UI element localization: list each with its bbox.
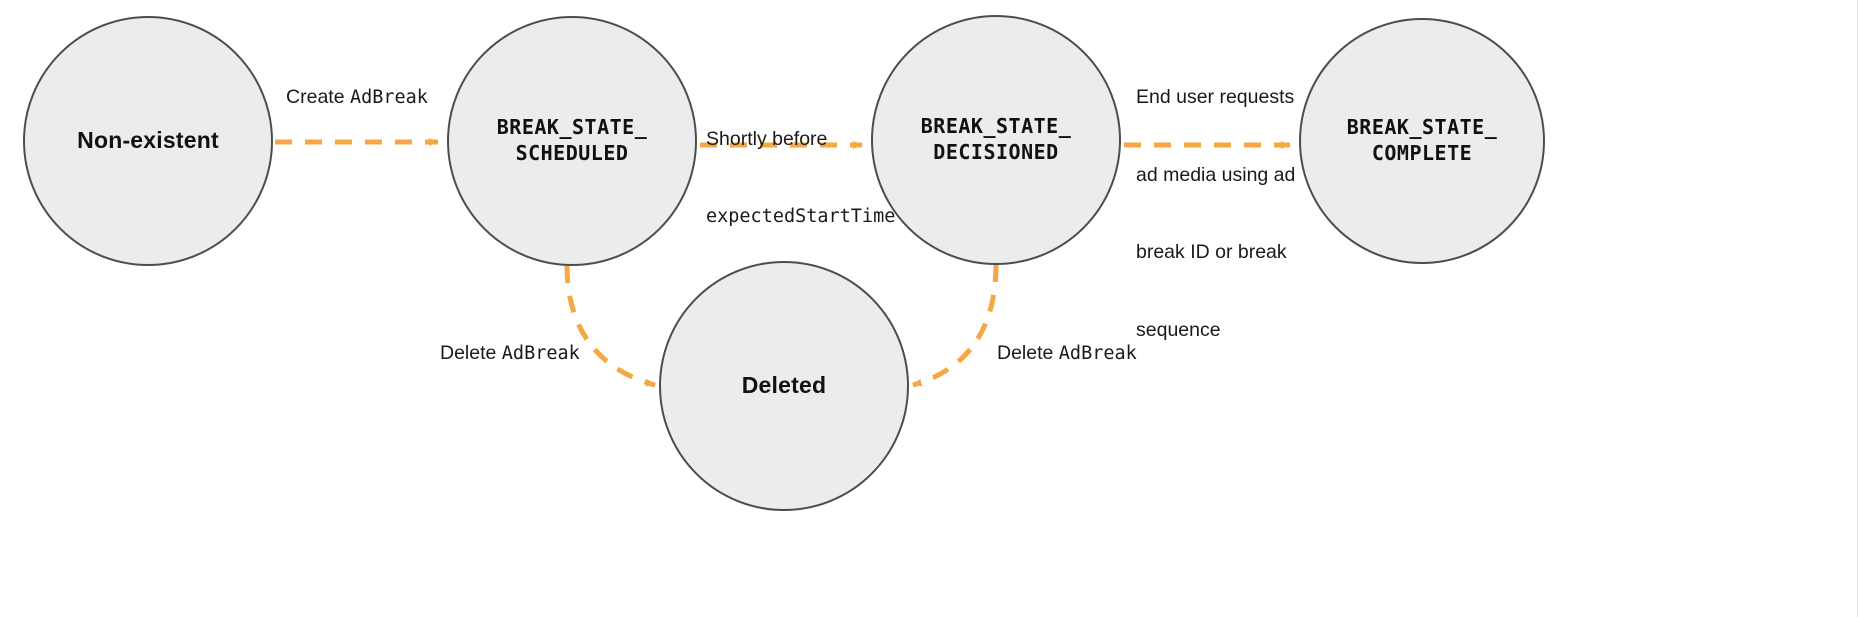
edge-label-line-1: End user requests <box>1136 85 1295 108</box>
edge-label-text: Delete <box>997 342 1059 364</box>
edge-label-delete-from-scheduled: Delete AdBreak <box>440 341 630 367</box>
state-node-label: BREAK_STATE_ DECISIONED <box>920 114 1072 164</box>
state-node-deleted[interactable]: Deleted <box>659 261 909 511</box>
edge-delete-from-decisioned <box>912 264 999 388</box>
edge-label-shortly-before: Shortly before expectedStartTime <box>706 75 896 281</box>
edge-label-create-adbreak: Create AdBreak <box>281 85 433 111</box>
state-node-break-state-scheduled[interactable]: BREAK_STATE_ SCHEDULED <box>447 16 697 266</box>
edge-label-code: AdBreak <box>349 87 428 108</box>
edge-label-delete-from-decisioned: Delete AdBreak <box>997 341 1187 367</box>
edge-label-line-3: break ID or break <box>1136 241 1287 264</box>
edge-label-line-1: Shortly before <box>706 127 828 150</box>
edge-label-text: Delete <box>440 342 502 364</box>
edge-label-text: Create <box>286 86 350 108</box>
edge-label-code: AdBreak <box>1058 343 1137 364</box>
state-node-break-state-decisioned[interactable]: BREAK_STATE_ DECISIONED <box>871 15 1121 265</box>
state-node-label: BREAK_STATE_ COMPLETE <box>1346 115 1498 165</box>
edge-label-code: AdBreak <box>501 343 580 364</box>
edge-label-line-2-code: expectedStartTime <box>706 205 896 227</box>
state-node-break-state-complete[interactable]: BREAK_STATE_ COMPLETE <box>1299 18 1545 264</box>
edge-label-line-4: sequence <box>1136 319 1221 342</box>
state-node-label: Deleted <box>741 372 827 399</box>
edge-label-line-2: ad media using ad <box>1136 163 1296 186</box>
state-node-label: BREAK_STATE_ SCHEDULED <box>496 115 648 165</box>
edge-delete-from-scheduled <box>564 265 656 388</box>
state-node-non-existent[interactable]: Non-existent <box>23 16 273 266</box>
state-node-label: Non-existent <box>77 127 219 154</box>
edge-label-end-user-requests: End user requests ad media using ad brea… <box>1136 33 1316 396</box>
